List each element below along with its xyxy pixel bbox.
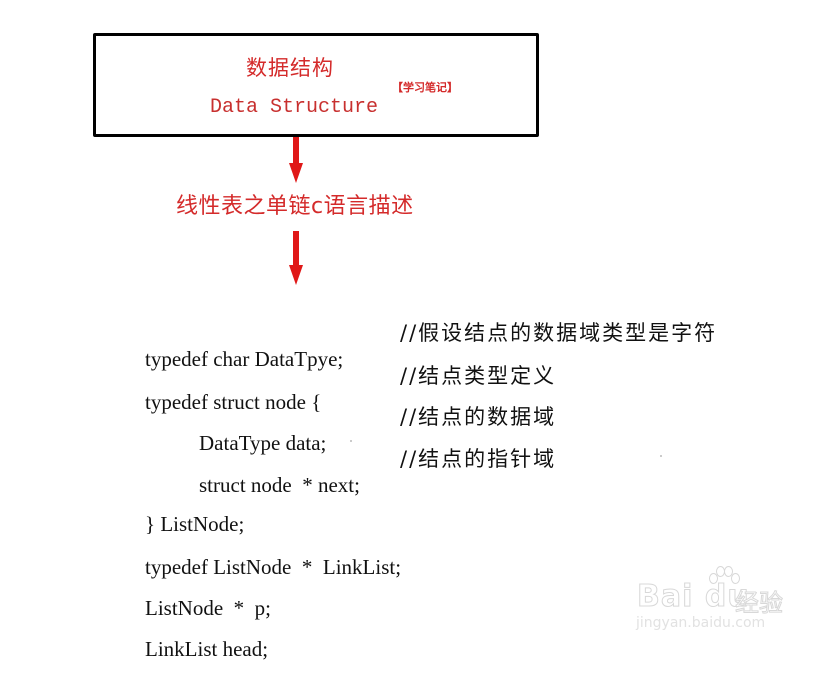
code-comment: //结点的数据域: [400, 405, 557, 429]
code-statement: typedef struct node {: [145, 390, 322, 414]
scan-speck: [350, 440, 352, 442]
code-statement: DataType data;: [199, 431, 327, 455]
code-statement: struct node * next;: [199, 473, 360, 497]
study-notes-tag: 【学习笔记】: [392, 81, 458, 94]
down-arrow-icon: [286, 137, 306, 184]
code-comment: //结点类型定义: [400, 364, 557, 388]
arrow-shaft: [293, 137, 299, 165]
code-statement: LinkList head;: [145, 637, 269, 661]
code-statement: typedef char DataTpye;: [145, 347, 344, 371]
arrow-head: [289, 163, 303, 183]
down-arrow-icon: [286, 231, 306, 287]
arrow-head: [289, 265, 303, 285]
watermark-brand: 经验: [735, 589, 784, 618]
code-line: typedef struct node {: [124, 363, 321, 441]
code-comment: //结点的指针域: [400, 447, 557, 471]
code-line: typedef ListNode * LinkList;: [124, 528, 401, 606]
title-box: [93, 33, 539, 137]
watermark-url: jingyan.baidu.com: [636, 615, 766, 631]
title-chinese: 数据结构: [246, 56, 334, 80]
code-line: ListNode * p;: [124, 569, 271, 647]
code-line: } ListNode;: [124, 485, 244, 563]
arrow-shaft: [293, 231, 299, 267]
code-statement: } ListNode;: [145, 512, 245, 536]
baidu-jingyan-watermark: Bai du 经验 jingyan.baidu.com: [633, 565, 803, 635]
code-line: DataType data;: [178, 404, 326, 482]
code-line: typedef char DataTpye;: [124, 320, 343, 398]
code-line: struct node * next;: [178, 446, 360, 524]
code-statement: typedef ListNode * LinkList;: [145, 555, 402, 579]
scan-speck: [660, 455, 662, 457]
paw-icon: [707, 565, 740, 585]
code-line: LinkList head;: [124, 610, 268, 688]
title-english: Data Structure: [210, 96, 379, 119]
code-statement: ListNode * p;: [145, 596, 271, 620]
subtitle: 线性表之单链c语言描述: [176, 194, 414, 219]
code-comment: //假设结点的数据域类型是字符: [400, 321, 718, 345]
watermark-logo: Bai du: [637, 579, 750, 615]
